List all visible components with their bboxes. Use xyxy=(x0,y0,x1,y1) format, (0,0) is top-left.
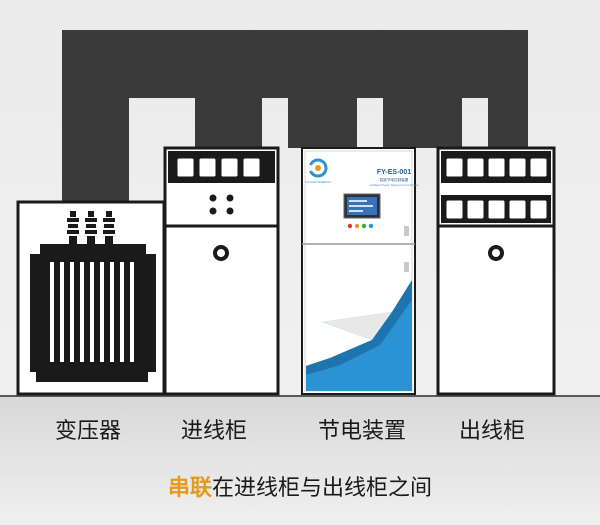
label-incoming-cabinet: 进线柜 xyxy=(180,419,247,444)
outgoing-cabinet xyxy=(436,146,556,396)
transformer xyxy=(16,200,166,396)
label-outgoing-cabinet: 出线柜 xyxy=(458,419,525,444)
label-transformer: 变压器 xyxy=(54,419,121,444)
incoming-cabinet xyxy=(163,146,280,396)
power-saving-device xyxy=(301,147,416,395)
label-power-saving-device: 节电装置 xyxy=(317,419,406,444)
device-logo-icon xyxy=(308,158,328,178)
busbar xyxy=(62,30,528,202)
device-logo-text: FUYUAN ENERGY xyxy=(305,180,331,184)
floor xyxy=(0,395,600,525)
caption-highlight: 串联 xyxy=(167,476,212,501)
device-subtitle-en: Intelligent Power Saving Control Device xyxy=(369,183,419,187)
outgoing-cabinet-knob xyxy=(488,245,504,261)
device-subtitle-cn: 智能节电控制装置 xyxy=(380,177,409,182)
device-model: FY-ES-001 xyxy=(377,169,411,176)
caption-rest: 在进线柜与出线柜之间 xyxy=(212,476,433,501)
caption: 串联在进线柜与出线柜之间 xyxy=(0,470,600,502)
incoming-cabinet-knob xyxy=(213,245,229,261)
